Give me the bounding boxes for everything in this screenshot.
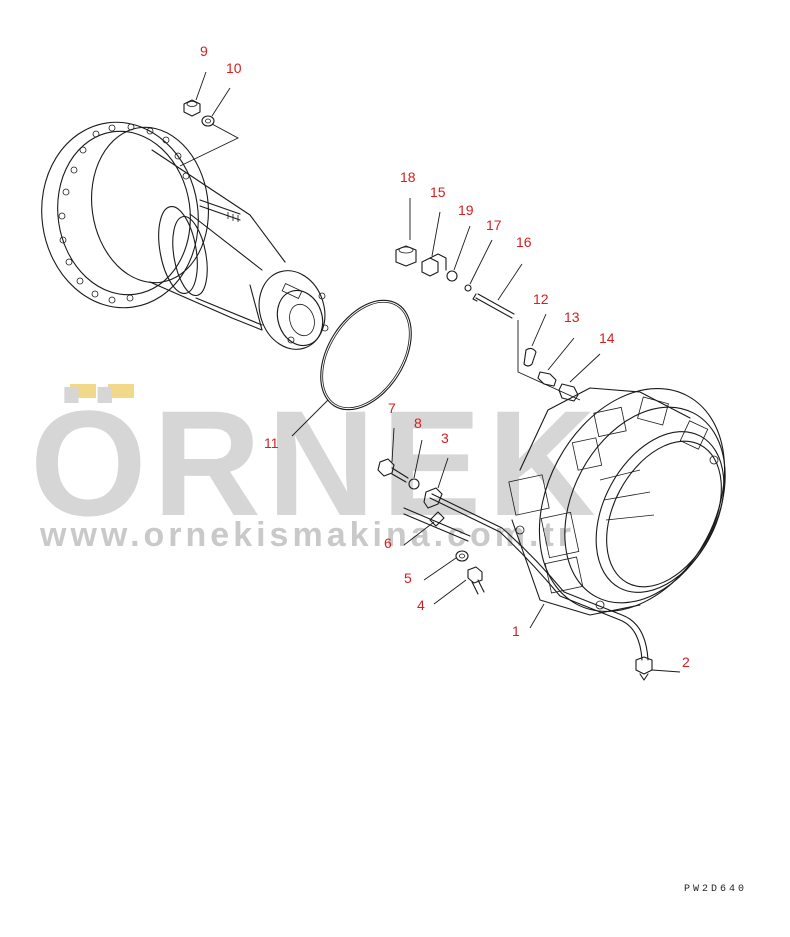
- callout-13: 13: [564, 309, 580, 325]
- callout-1: 1: [512, 623, 520, 639]
- part-cap-18: [395, 245, 417, 267]
- callout-15: 15: [430, 184, 446, 200]
- watermark-accent-left: [70, 384, 96, 398]
- part-fitting-2: [635, 656, 653, 681]
- watermark-url: www.ornekismakina.com.tr: [39, 516, 575, 554]
- part-o-ring-11: [320, 299, 412, 411]
- callout-8: 8: [414, 415, 422, 431]
- watermark: ÖRNEK www.ornekismakina.com.tr: [30, 379, 602, 554]
- part-bolt-7: [377, 458, 409, 483]
- part-washer-10: [201, 115, 215, 127]
- watermark-brand: ÖRNEK: [30, 379, 602, 547]
- callout-3: 3: [441, 430, 449, 446]
- part-clamp-3: [423, 487, 443, 509]
- part-spindle-hub: [41, 121, 329, 350]
- part-bleeder-16: [472, 293, 515, 319]
- part-washer-8: [408, 478, 420, 490]
- callout-4: 4: [417, 597, 425, 613]
- part-seal-19: [446, 270, 458, 282]
- callouts: 9 10 18 15 19 17 16 12 13 14 7 8 3 11 6 …: [200, 43, 690, 670]
- callout-17: 17: [486, 217, 502, 233]
- callout-7: 7: [388, 400, 396, 416]
- part-washer-5: [455, 550, 469, 562]
- part-ball-17: [464, 284, 472, 292]
- watermark-accent-right: [108, 384, 134, 398]
- part-fitting-13: [537, 371, 557, 387]
- part-brake-tube: [403, 493, 649, 661]
- callout-5: 5: [404, 570, 412, 586]
- drawing-code: PW2D640: [684, 884, 747, 895]
- callout-18: 18: [400, 169, 416, 185]
- part-fitting-14: [558, 383, 579, 402]
- callout-10: 10: [226, 60, 242, 76]
- part-fitting-15: [421, 253, 447, 277]
- part-bolt-4: [467, 566, 485, 595]
- leader-lines: [179, 71, 681, 673]
- part-housing-1: [508, 387, 726, 616]
- callout-11: 11: [264, 435, 279, 451]
- callout-14: 14: [599, 330, 615, 346]
- part-clip-6: [429, 511, 445, 527]
- callout-6: 6: [384, 535, 392, 551]
- callout-9: 9: [200, 43, 208, 59]
- callout-19: 19: [458, 202, 474, 218]
- callout-2: 2: [682, 654, 690, 670]
- leader-16-housing: [517, 320, 581, 401]
- callout-12: 12: [533, 291, 549, 307]
- part-clip-12: [523, 347, 537, 367]
- callout-16: 16: [516, 234, 532, 250]
- part-nut-9: [183, 99, 201, 117]
